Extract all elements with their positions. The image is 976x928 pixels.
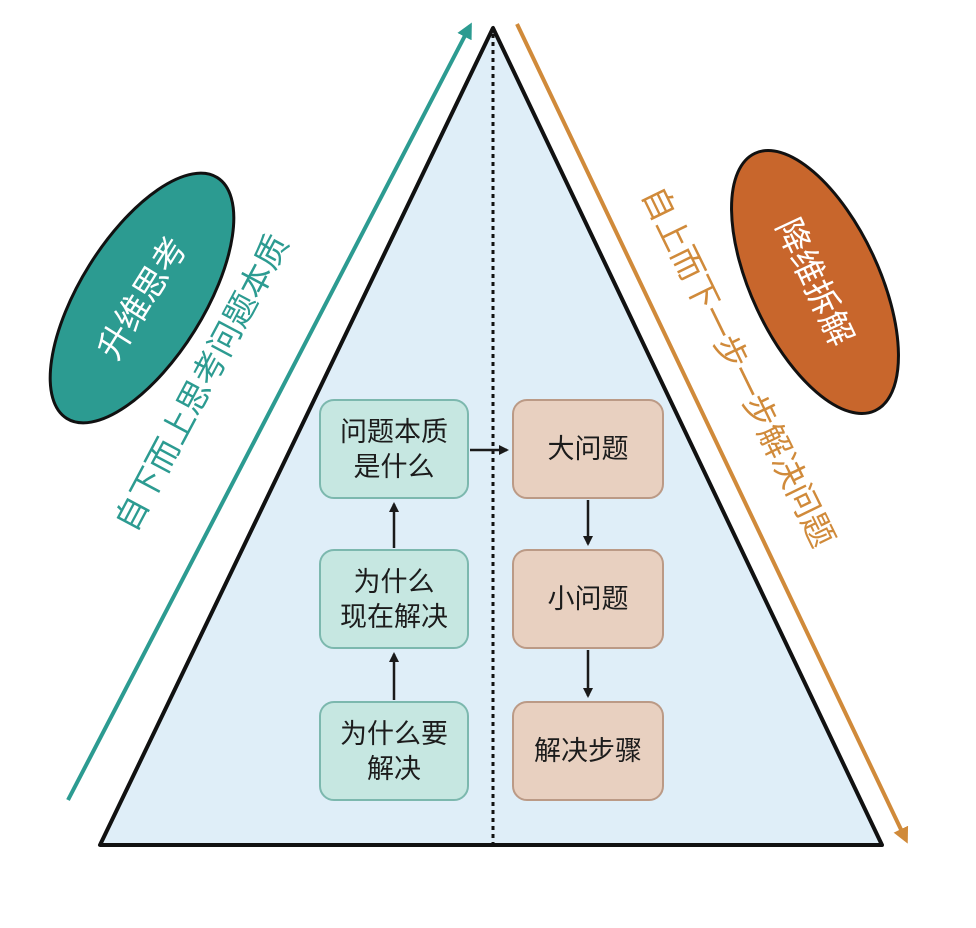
left-upward-arrow bbox=[66, 22, 472, 801]
right-oval-badge: 降维拆解 bbox=[730, 148, 900, 416]
left-box-essence: 问题本质 是什么 bbox=[319, 399, 469, 499]
right-box-small-problem: 小问题 bbox=[512, 549, 664, 649]
right-box-big-problem: 大问题 bbox=[512, 399, 664, 499]
right-box-big-problem-label: 大问题 bbox=[548, 434, 629, 465]
right-box-solution-steps-label: 解决步骤 bbox=[534, 736, 642, 767]
left-box-why-now: 为什么 现在解决 bbox=[319, 549, 469, 649]
left-box-why-solve-line2: 解决 bbox=[367, 754, 421, 785]
right-box-small-problem-label: 小问题 bbox=[548, 584, 629, 615]
left-box-why-solve: 为什么要 解决 bbox=[319, 701, 469, 801]
left-box-why-now-line2: 现在解决 bbox=[340, 602, 448, 633]
right-downward-arrow bbox=[515, 23, 909, 844]
right-box-solution-steps: 解决步骤 bbox=[512, 701, 664, 801]
pyramid-triangle bbox=[98, 26, 884, 847]
left-box-why-solve-line1: 为什么要 bbox=[340, 719, 448, 750]
left-oval-badge: 升维思考 bbox=[48, 171, 236, 425]
left-box-why-now-line1: 为什么 bbox=[354, 567, 435, 598]
left-box-essence-line1: 问题本质 bbox=[340, 417, 448, 448]
left-box-essence-line2: 是什么 bbox=[354, 452, 435, 483]
